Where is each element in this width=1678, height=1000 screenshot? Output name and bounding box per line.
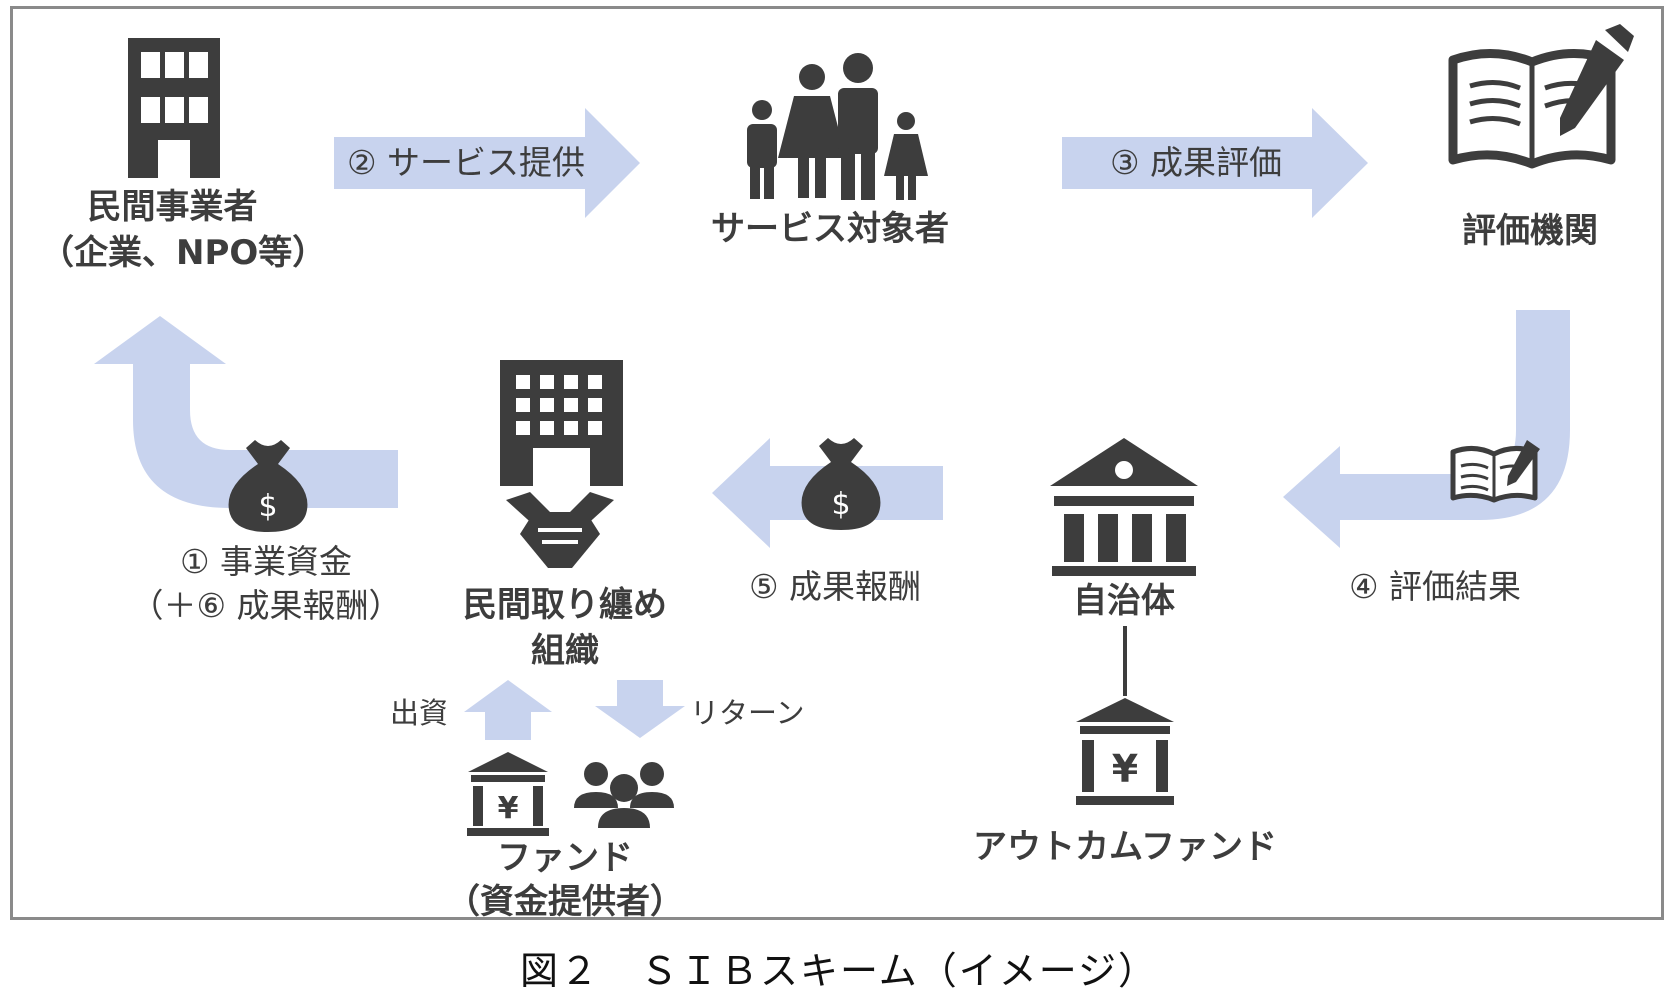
private-operator-note: （企業、NPO等） (40, 233, 327, 273)
arrow-evaluation-result (1283, 310, 1570, 548)
private-operator-name: 民間事業者 (87, 187, 258, 227)
arrow-return (595, 680, 685, 738)
step2-label: ② サービス提供 (346, 143, 586, 182)
step1-line2: （＋⑥ 成果報酬） (130, 586, 402, 625)
return-label: リターン (690, 696, 805, 730)
fund-note: （資金提供者） (446, 882, 684, 922)
office-building-icon (500, 360, 623, 486)
money-bag-symbol: $ (831, 487, 850, 522)
small-book-icon (1450, 440, 1540, 503)
private-operator-label: 民間事業者 （企業、NPO等） (40, 184, 327, 276)
investment-label: 出資 (389, 696, 448, 730)
arrow-outcome-evaluation (1062, 108, 1368, 218)
intermediary-name-2: 組織 (531, 631, 599, 671)
arrow-project-funds (94, 316, 398, 508)
yen-bank-icon: ¥ (1076, 698, 1174, 805)
evaluator-label: 評価機関 (1462, 211, 1598, 251)
service-target-label: サービス対象者 (711, 209, 949, 249)
step5-label: ⑤ 成果報酬 (748, 567, 922, 606)
book-pencil-icon (1448, 24, 1634, 169)
connector-line (1123, 626, 1127, 696)
arrow-investment (464, 680, 552, 740)
fund-name: ファンド (497, 838, 633, 878)
building-icon (128, 38, 220, 178)
family-icon (747, 53, 928, 200)
yen-bank-icon: ¥ (467, 752, 549, 836)
municipality-label: 自治体 (1073, 581, 1175, 621)
intermediary-label: 民間取り纏め 組織 (440, 582, 690, 674)
people-group-icon (574, 762, 674, 828)
yen-symbol: ¥ (498, 791, 519, 826)
step1-label: ① 事業資金 （＋⑥ 成果報酬） (96, 540, 436, 628)
handshake-icon (506, 492, 614, 568)
step1-line1: ① 事業資金 (179, 542, 353, 581)
outcome-fund-label: アウトカムファンド (973, 827, 1277, 867)
yen-symbol: ¥ (1112, 747, 1138, 791)
money-bag-symbol: $ (258, 489, 277, 524)
arrow-service-provision (334, 108, 640, 218)
diagram-frame (10, 6, 1664, 920)
step3-label: ③ 成果評価 (1109, 143, 1283, 182)
government-building-icon (1050, 438, 1198, 576)
fund-label: ファンド （資金提供者） (430, 836, 700, 924)
money-bag-icon: $ (801, 438, 881, 530)
money-bag-icon: $ (228, 440, 308, 532)
step4-label: ④ 評価結果 (1348, 567, 1522, 606)
figure-caption: 図２ ＳＩＢスキーム（イメージ） (519, 949, 1159, 993)
intermediary-name: 民間取り纏め (463, 585, 667, 625)
